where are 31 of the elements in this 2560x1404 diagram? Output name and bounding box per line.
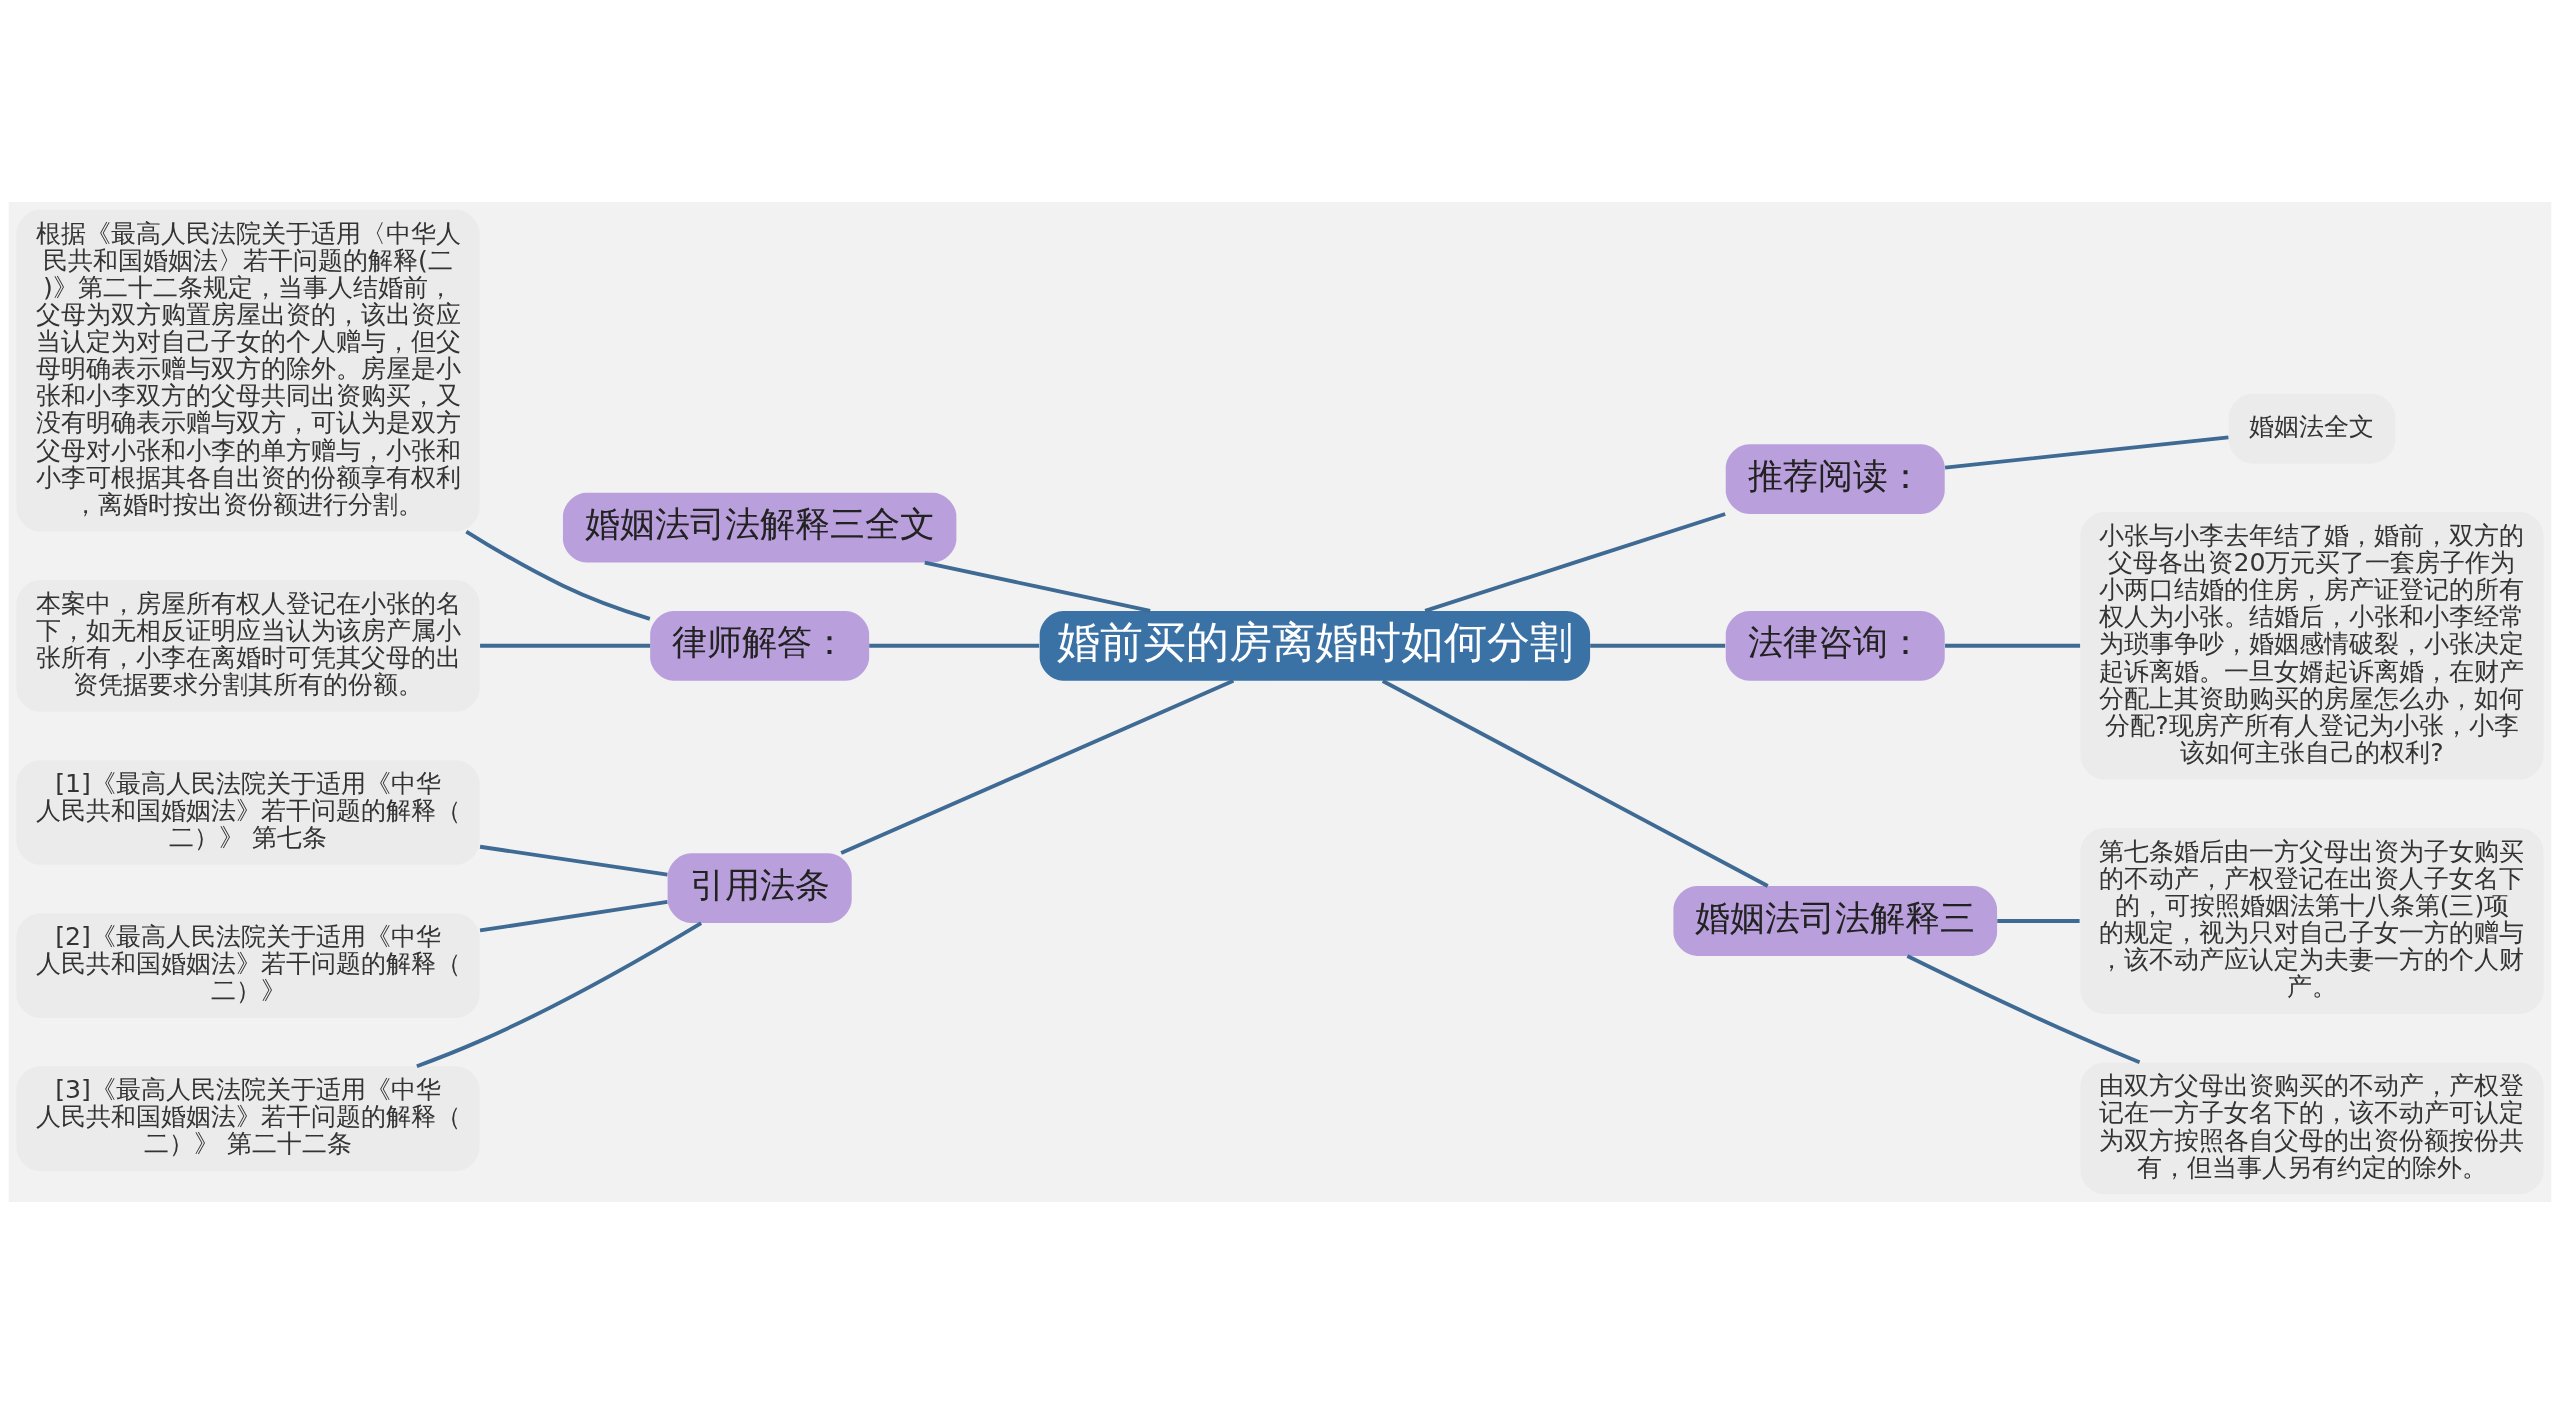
node-box: 由双方父母出资购买的不动产，产权登记在一方子女名下的，该不动产可认定为双方按照各自父母的出资份额按份共有，但当事人另有约定的除外。 — [2080, 1062, 2544, 1195]
node-box: 婚姻法全文 — [2228, 393, 2396, 464]
node-box: 推荐阅读： — [1725, 444, 1945, 514]
node-box: 引用法条 — [667, 853, 852, 923]
node-box: 本案中，房屋所有权人登记在小张的名下，如无相反证明应当认为该房产属小张所有，小李在离婚时可凭其父母的出资凭据要求分割其所有的份额。 — [16, 579, 480, 712]
connector — [479, 844, 668, 877]
node-box: [1]《最高人民法院关于适用《中华人民共和国婚姻法》若干问题的解释（二）》 第七条 — [16, 760, 480, 865]
connector — [1424, 512, 1726, 613]
node-box: 根据《最高人民法院关于适用〈中华人民共和国婚姻法〉若干问题的解释(二)》第二十二条规定，当事人结婚前，父母为双方购置房屋出资的，该出资应当认定为对自己子女的个人赠与，但父母明确表示赠与双方的除外。房屋是小张和小李双方的父母共同出资购买，又没有明确表示赠与双方，可认为是双方父母对小张和小李的单方赠与，小张和小李可根据其各自出资的份额享有权利，离婚时按出资份额进行分割。 — [16, 209, 480, 532]
connector — [1590, 643, 1726, 648]
connector — [1906, 954, 2141, 1065]
node-box: 法律咨询： — [1725, 610, 1945, 681]
connector — [840, 679, 1235, 855]
connector — [480, 643, 651, 648]
connector — [1945, 643, 2081, 648]
node-box: 婚前买的房离婚时如何分割 — [1039, 610, 1591, 681]
node-box: 婚姻法司法解释三 — [1673, 886, 1998, 956]
connector — [1997, 919, 2080, 923]
connector — [416, 921, 703, 1069]
node-box: 第七条婚后由一方父母出资为子女购买的不动产，产权登记在出资人子女名下的，可按照婚姻法第十八条第(三)项的规定，视为只对自己子女一方的赠与，该不动产应认定为夫妻一方的个人财产。 — [2080, 827, 2544, 1014]
connector — [924, 560, 1151, 613]
node-box: 婚姻法司法解释三全文 — [562, 492, 957, 563]
connector — [465, 529, 651, 621]
connector — [1381, 679, 1769, 888]
node-box: 律师解答： — [650, 610, 870, 681]
node-box: [3]《最高人民法院关于适用《中华人民共和国婚姻法》若干问题的解释（二）》 第二十二条 — [16, 1066, 480, 1171]
connector — [869, 643, 1040, 648]
connector — [1944, 435, 2229, 470]
node-box: [2]《最高人民法院关于适用《中华人民共和国婚姻法》若干问题的解释（二）》 — [16, 913, 480, 1018]
node-box: 小张与小李去年结了婚，婚前，双方的父母各出资20万元买了一套房子作为小两口结婚的住房，房产证登记的所有权人为小张。结婚后，小张和小李经常为琐事争吵，婚姻感情破裂，小张决定起诉离婚。一旦女婿起诉离婚，在财产分配上其资助购买的房屋怎么办，如何分配?现房产所有人登记为小张，小李该如何主张自己的权利? — [2080, 512, 2544, 780]
connector — [479, 899, 668, 933]
